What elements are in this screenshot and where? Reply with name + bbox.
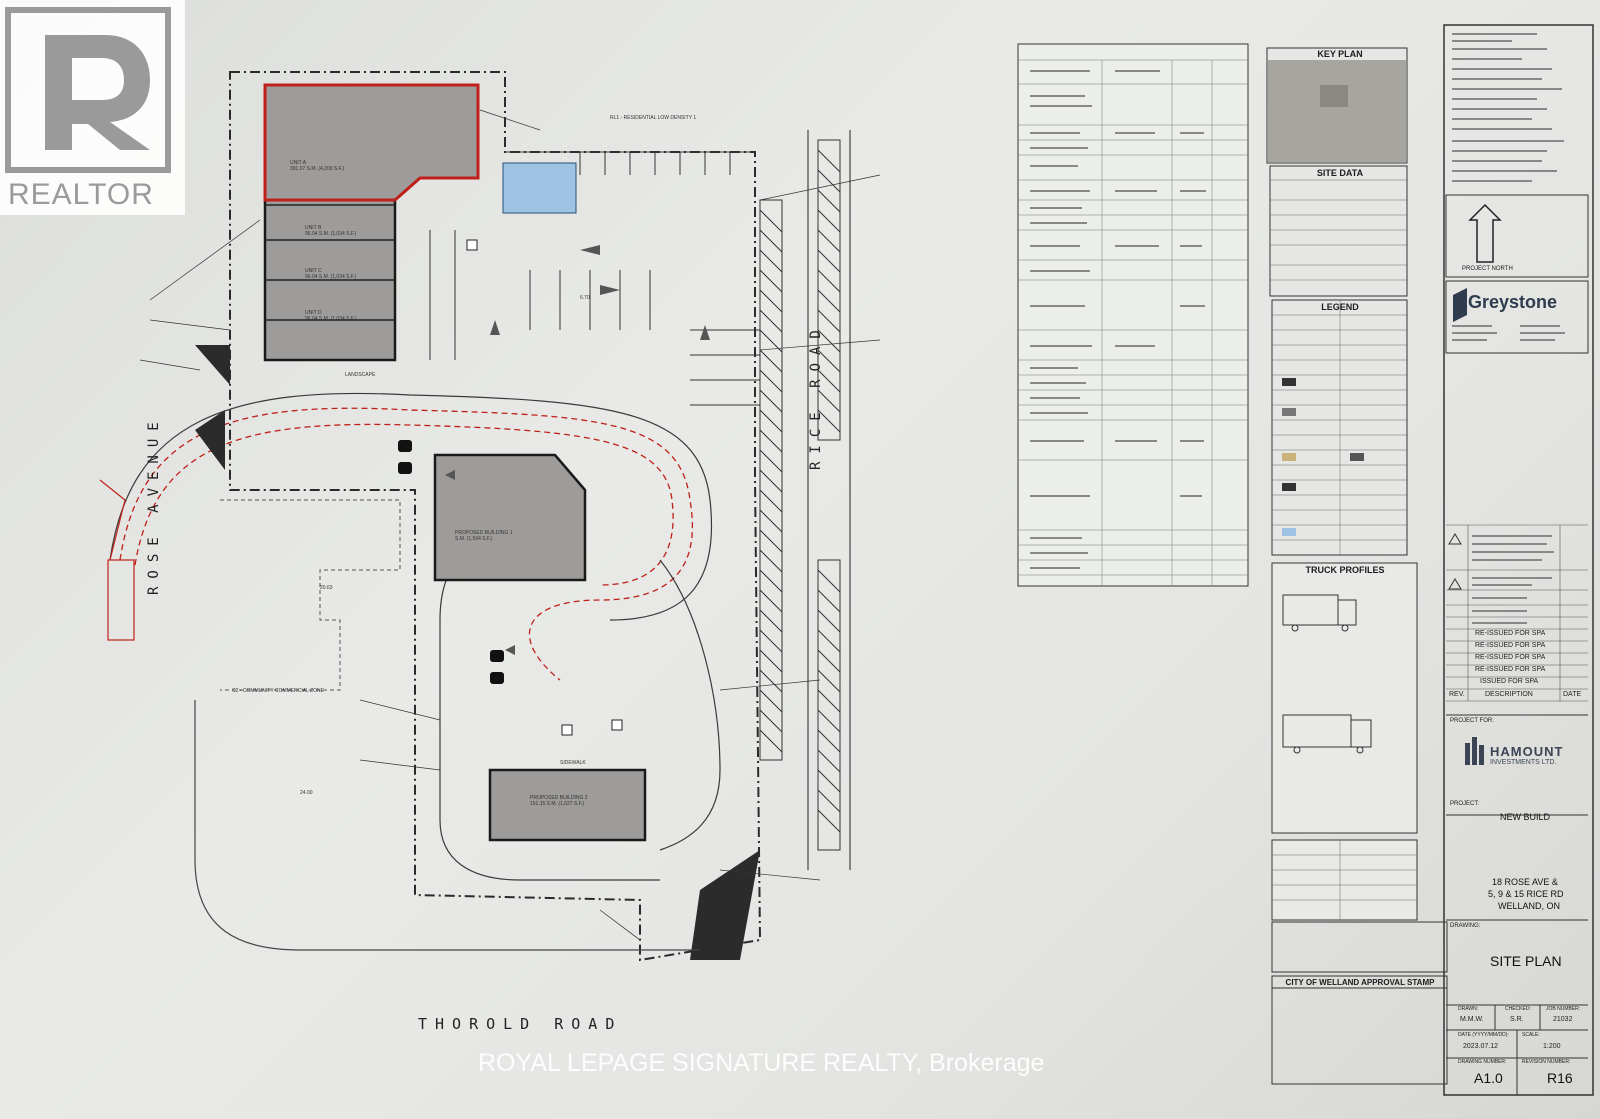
parking-stalls-top <box>429 151 760 406</box>
traffic-arrows <box>445 245 710 655</box>
revision-description-header: DESCRIPTION <box>1485 691 1533 698</box>
north-label: PROJECT NORTH <box>1462 266 1513 272</box>
drive-thru-path <box>119 407 694 681</box>
drawn-label: DRAWN: <box>1458 1006 1479 1012</box>
drawing-label: DRAWING: <box>1450 923 1481 929</box>
job-number-label: JOB NUMBER: <box>1546 1006 1581 1012</box>
rl1-zone-label: RL1 - RESIDENTIAL LOW DENSITY 1 <box>610 115 697 121</box>
address-line-1: 18 ROSE AVE & <box>1492 877 1558 887</box>
garbage-enclosures <box>398 440 504 684</box>
sight-triangles <box>195 345 760 960</box>
date-value: 2023.07.12 <box>1463 1043 1499 1050</box>
drawn-value: M.M.W. <box>1460 1016 1484 1023</box>
date-label: DATE (YYYY/MM/DD): <box>1458 1032 1509 1038</box>
dimension-c: 6.70 <box>580 295 590 301</box>
revision-number-label: REVISION NUMBER: <box>1522 1059 1571 1065</box>
revision-item-4: RE-ISSUED FOR SPA <box>1475 666 1546 673</box>
drawing-title: SITE PLAN <box>1490 953 1562 969</box>
checked-value: S.R. <box>1510 1016 1524 1023</box>
site-data-title: SITE DATA <box>1316 168 1364 178</box>
project-label: PROJECT: <box>1450 801 1480 807</box>
revision-item-3: RE-ISSUED FOR SPA <box>1475 654 1546 661</box>
scale-label: SCALE: <box>1522 1032 1540 1038</box>
checked-label: CHECKED: <box>1505 1006 1531 1012</box>
thorold-road-label: THOROLD ROAD <box>418 1015 623 1033</box>
retaining-wall-hatch <box>759 139 841 851</box>
scale-value: 1:200 <box>1543 1043 1561 1050</box>
truck-profiles-title: TRUCK PROFILES <box>1305 565 1385 575</box>
blue-pad <box>502 162 577 214</box>
sidewalk-label: SIDEWALK <box>560 760 586 766</box>
drawing-number-value: A1.0 <box>1474 1070 1503 1086</box>
revision-item-1: RE-ISSUED FOR SPA <box>1475 630 1546 637</box>
revision-number-value: R16 <box>1547 1070 1573 1086</box>
dimension-a: 20.63 <box>320 585 333 591</box>
retail-units-building <box>263 83 480 362</box>
job-number-value: 21032 <box>1553 1016 1573 1023</box>
leader-lines <box>139 109 881 941</box>
project-name: NEW BUILD <box>1500 812 1551 822</box>
revision-item-2: RE-ISSUED FOR SPA <box>1475 642 1546 649</box>
rice-road-edges <box>807 130 851 870</box>
drawing-number-label: DRAWING NUMBER: <box>1458 1059 1507 1065</box>
drive-aisle-curves <box>109 392 721 881</box>
proposed-building-1 <box>433 453 587 582</box>
dimension-b: 24.00 <box>300 790 313 796</box>
key-plan-title: KEY PLAN <box>1317 49 1363 59</box>
realtor-text: REALTOR <box>8 178 154 211</box>
proposed-building-2 <box>488 768 647 842</box>
revision-item-5: ISSUED FOR SPA <box>1480 678 1539 685</box>
consultant-logo: Greystone <box>1468 292 1558 312</box>
community-commercial-outline <box>220 499 401 691</box>
approval-stamp-title: CITY OF WELLAND APPROVAL STAMP <box>1285 978 1435 987</box>
address-line-3: WELLAND, ON <box>1498 901 1561 911</box>
project-for-label: PROJECT FOR: <box>1450 718 1494 724</box>
realtor-r-icon <box>5 7 171 173</box>
accessible-parking-symbols <box>466 239 623 736</box>
legend-title: LEGEND <box>1321 302 1359 312</box>
thorold-road-edge <box>194 700 700 951</box>
client-name: HAMOUNT <box>1490 744 1564 759</box>
property-boundary <box>229 71 762 962</box>
community-commercial-label: C2 - COMMUNITY COMMERCIAL ZONE <box>232 688 324 694</box>
rose-ave-vehicles <box>99 479 135 641</box>
revision-date-header: DATE <box>1563 691 1582 698</box>
address-line-2: 5, 9 & 15 RICE RD <box>1488 889 1564 899</box>
realtor-logo: REALTOR <box>0 0 185 215</box>
landscape-label: LANDSCAPE <box>345 372 376 378</box>
client-subtitle: INVESTMENTS LTD. <box>1490 759 1557 766</box>
brokerage-watermark: ROYAL LEPAGE SIGNATURE REALTY, Brokerage <box>478 1049 1045 1077</box>
revision-rev-header: REV. <box>1449 691 1465 698</box>
